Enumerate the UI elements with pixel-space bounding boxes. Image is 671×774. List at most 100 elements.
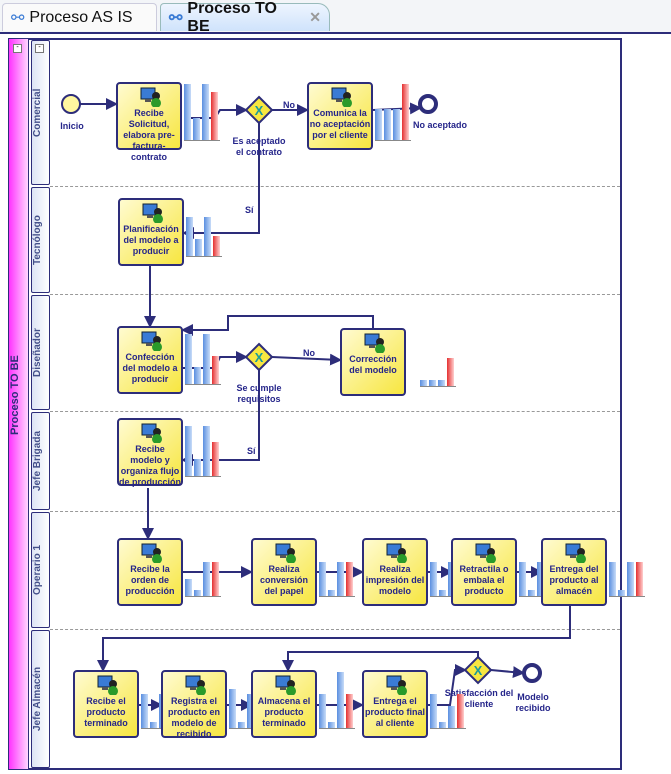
kpi-bar	[319, 694, 326, 728]
kpi-bar	[346, 694, 353, 728]
gateway-se-cumple[interactable]: X	[244, 342, 274, 372]
task[interactable]: Recibe modelo y organiza flujo de produc…	[117, 418, 183, 487]
lane-operario-1[interactable]: Operario 1	[31, 512, 50, 628]
gateway-label: Satisfacción del cliente	[444, 688, 514, 709]
lane-tecnologo[interactable]: Tecnólogo	[31, 187, 50, 293]
lane-divider	[50, 629, 620, 630]
lane-divider	[50, 294, 620, 295]
kpi-bar	[439, 722, 446, 728]
lane-divider	[50, 186, 620, 187]
kpi-bar	[429, 380, 436, 386]
user-task-icon	[185, 675, 206, 695]
task[interactable]: Realiza conversión del papel	[251, 538, 317, 606]
task[interactable]: Recibe Solicitud, elabora pre-factura-co…	[116, 82, 182, 162]
gateway-es-aceptado[interactable]: X	[244, 95, 274, 125]
kpi-bar	[627, 562, 634, 596]
kpi-bar	[439, 590, 446, 596]
kpi-bar	[203, 425, 210, 476]
kpi-bar-chart	[430, 672, 466, 729]
kpi-bar	[430, 562, 437, 596]
kpi-bar	[328, 722, 335, 728]
start-event[interactable]	[61, 94, 81, 114]
task-label: Comunica la no aceptación por el cliente	[309, 108, 371, 140]
kpi-bar	[319, 562, 326, 596]
task-label: Realiza impresión del modelo	[365, 564, 425, 596]
collapse-pool-icon[interactable]: -	[13, 44, 22, 53]
task-label: Retractila o embala el producto	[459, 564, 509, 596]
process-icon: ⚯	[169, 9, 183, 27]
kpi-bar	[346, 562, 353, 596]
kpi-bar	[328, 590, 335, 596]
task-label: Corrección del modelo	[349, 354, 397, 375]
user-task-icon	[386, 675, 407, 695]
kpi-bar	[402, 84, 409, 140]
task[interactable]: Entrega el producto final al cliente	[362, 670, 428, 738]
user-task-icon	[141, 543, 162, 563]
task[interactable]: Corrección del modelo	[340, 328, 406, 396]
task-label: Entrega del producto al almacén	[549, 564, 599, 596]
gateway-label: Es aceptado el contrato	[232, 136, 286, 157]
task-label: Recibe modelo y organiza flujo de produc…	[119, 444, 182, 487]
kpi-bar-chart	[420, 330, 456, 387]
kpi-bar	[528, 590, 535, 596]
kpi-bar	[185, 579, 192, 596]
task[interactable]: Realiza impresión del modelo	[362, 538, 428, 606]
lane-jefe-almacen[interactable]: Jefe Almacén	[31, 630, 50, 768]
svg-text:X: X	[474, 663, 483, 678]
kpi-bar	[195, 239, 202, 256]
kpi-bar	[393, 109, 400, 140]
kpi-bar	[247, 694, 254, 728]
task[interactable]: Entrega del producto al almacén	[541, 538, 607, 606]
collapse-lane-icon[interactable]: -	[35, 44, 44, 53]
user-task-icon	[142, 203, 163, 223]
task[interactable]: Planificación del modelo a producir	[118, 198, 184, 266]
user-task-icon	[275, 675, 296, 695]
task[interactable]: Recibe el producto terminado	[73, 670, 139, 738]
start-event-label: Inicio	[60, 121, 84, 131]
kpi-bar-chart	[375, 84, 411, 141]
lane-divider	[50, 411, 620, 412]
lane-jefe-brigada[interactable]: Jefe Brigada	[31, 412, 50, 510]
flow-label: No	[303, 348, 315, 358]
kpi-bar	[193, 117, 200, 140]
end-event-no-aceptado[interactable]	[418, 94, 438, 114]
task[interactable]: Comunica la no aceptación por el cliente	[307, 82, 373, 150]
kpi-bar	[448, 705, 455, 728]
lane-disenador[interactable]: Diseñador	[31, 295, 50, 410]
kpi-bar	[194, 590, 201, 596]
task-label: Recibe la orden de producción	[125, 564, 175, 596]
kpi-bar	[337, 672, 344, 728]
kpi-bar	[212, 562, 219, 596]
tab-proceso-as-is[interactable]: ⚯Proceso AS IS	[2, 3, 157, 31]
task[interactable]: Confección del modelo a producir	[117, 326, 183, 394]
kpi-bar	[337, 562, 344, 596]
kpi-bar	[238, 722, 245, 728]
end-event-modelo-recibido[interactable]	[522, 663, 542, 683]
user-task-icon	[140, 87, 161, 107]
task[interactable]: Registra el producto en modelo de recibi…	[161, 670, 227, 739]
task-label: Recibe el producto terminado	[84, 696, 128, 728]
kpi-bar	[184, 84, 191, 140]
kpi-bar	[438, 380, 445, 386]
kpi-bar	[202, 84, 209, 140]
user-task-icon	[475, 543, 496, 563]
kpi-bar-chart	[185, 540, 221, 597]
end-event-label: Modelo recibido	[515, 692, 551, 713]
task[interactable]: Recibe la orden de producción	[117, 538, 183, 606]
tab-proceso-to-be[interactable]: ⚯Proceso TO BE✕	[160, 0, 330, 35]
kpi-bar	[141, 694, 148, 728]
svg-text:X: X	[255, 350, 264, 365]
kpi-bar	[194, 459, 201, 476]
task[interactable]: Almacena el producto terminado	[251, 670, 317, 738]
gateway-satisfaccion[interactable]: X	[463, 655, 493, 685]
user-task-icon	[141, 423, 162, 443]
task[interactable]: Retractila o embala el producto	[451, 538, 517, 606]
task-label: Entrega el producto final al cliente	[365, 696, 425, 728]
pool-header[interactable]	[9, 39, 29, 769]
user-task-icon	[386, 543, 407, 563]
lane-divider	[50, 511, 620, 512]
kpi-bar	[609, 562, 616, 596]
kpi-bar	[420, 380, 427, 386]
lane-comercial[interactable]: Comercial	[31, 40, 50, 185]
close-icon[interactable]: ✕	[309, 9, 321, 25]
